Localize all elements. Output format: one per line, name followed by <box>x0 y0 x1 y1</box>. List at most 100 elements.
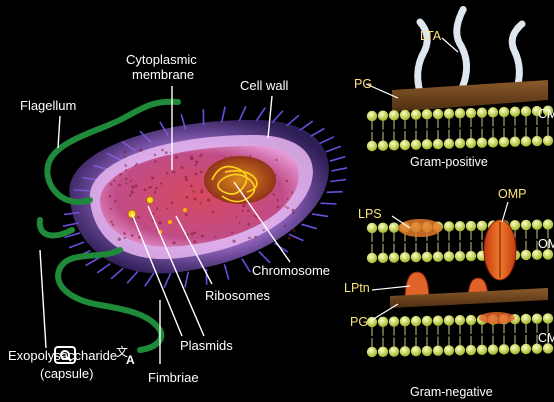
gp-title: Gram-positive <box>410 155 488 169</box>
speckle <box>277 206 279 208</box>
lipid-head <box>521 220 531 230</box>
speckle <box>194 164 197 167</box>
lipid-head <box>543 313 553 323</box>
speckle <box>112 223 114 225</box>
lipid-head <box>499 137 509 147</box>
speckle <box>154 160 156 162</box>
speckle <box>135 163 137 165</box>
speckle <box>231 232 233 234</box>
speckle <box>247 209 250 212</box>
lipid-head <box>378 223 388 233</box>
speckle <box>200 202 202 204</box>
speckle <box>284 225 286 227</box>
speckle <box>126 183 128 185</box>
fimbria <box>301 224 316 228</box>
speckle <box>276 199 278 201</box>
lipid-head <box>521 136 531 146</box>
speckle <box>285 180 288 183</box>
lipid-head <box>367 347 377 357</box>
lipid-head <box>433 345 443 355</box>
speckle <box>113 180 115 182</box>
gn-label-pg: PG <box>350 315 368 329</box>
speckle <box>156 207 158 209</box>
lipid-head <box>466 138 476 148</box>
gn-title: Gram-negative <box>410 385 493 399</box>
lipid-head <box>499 344 509 354</box>
speckle <box>195 160 198 163</box>
speckle <box>129 194 131 196</box>
speckle <box>139 149 142 152</box>
lipid-head <box>466 345 476 355</box>
lipid-head <box>521 106 531 116</box>
lipid-head <box>400 140 410 150</box>
lipid-head <box>455 345 465 355</box>
lipid-head <box>532 250 542 260</box>
fimbria <box>330 180 346 182</box>
lipid-head <box>378 253 388 263</box>
speckle <box>242 210 244 212</box>
speckle <box>131 234 134 237</box>
label-plasmids: Plasmids <box>180 338 233 353</box>
speckle <box>131 191 134 194</box>
fimbria <box>274 243 287 252</box>
fimbria <box>239 106 246 121</box>
lipid-head <box>400 110 410 120</box>
speckle <box>166 172 169 175</box>
label-capsule-line2: (capsule) <box>40 366 93 381</box>
speckle <box>235 216 237 218</box>
lta-chain <box>457 8 467 88</box>
speckle <box>110 183 113 186</box>
lipid-head <box>455 315 465 325</box>
speckle <box>173 241 176 244</box>
speckle <box>124 164 127 167</box>
fimbria <box>256 108 265 121</box>
speckle <box>166 208 168 210</box>
label-ribosomes: Ribosomes <box>205 288 271 303</box>
translate-icon[interactable]: 文 A <box>114 342 140 368</box>
speckle <box>200 170 203 173</box>
plasmid-2 <box>147 197 154 204</box>
lipid-head <box>389 110 399 120</box>
fimbria <box>222 107 225 123</box>
speckle <box>293 229 296 232</box>
lipid-head <box>477 221 487 231</box>
speckle <box>158 221 161 224</box>
gn-label-lptn: LPtn <box>344 281 370 295</box>
lipid-head <box>444 251 454 261</box>
speckle <box>291 191 293 193</box>
lipid-head <box>389 222 399 232</box>
lipid-head <box>488 137 498 147</box>
lipid-head <box>455 108 465 118</box>
speckle <box>185 213 188 216</box>
gp-label-cm: CM <box>538 107 554 121</box>
label-cytoplasmic: Cytoplasmic <box>126 52 197 67</box>
speckle <box>119 173 122 176</box>
lipid-head <box>466 108 476 118</box>
speckle <box>194 172 197 175</box>
cm-protein <box>479 312 515 324</box>
speckle <box>114 200 116 202</box>
lipid-head <box>411 139 421 149</box>
lipid-head <box>455 251 465 261</box>
gn-label-omp: OMP <box>498 187 526 201</box>
speckle <box>110 221 113 224</box>
image-search-icon[interactable] <box>52 342 78 368</box>
lipid-head <box>455 138 465 148</box>
fimbria <box>127 271 138 283</box>
gn-label-om: OM <box>538 237 554 251</box>
label-chromosome: Chromosome <box>252 263 330 278</box>
fimbria <box>326 146 341 152</box>
fimbria <box>164 273 171 288</box>
lipid-head <box>510 344 520 354</box>
lipid-head <box>532 220 542 230</box>
lipid-head <box>378 140 388 150</box>
gp-label-lta: LTA <box>420 29 442 43</box>
speckle <box>194 197 197 200</box>
speckle <box>185 178 188 181</box>
lipid-head <box>466 315 476 325</box>
fimbria <box>272 111 283 123</box>
svg-text:A: A <box>126 353 135 366</box>
speckle <box>118 238 121 241</box>
